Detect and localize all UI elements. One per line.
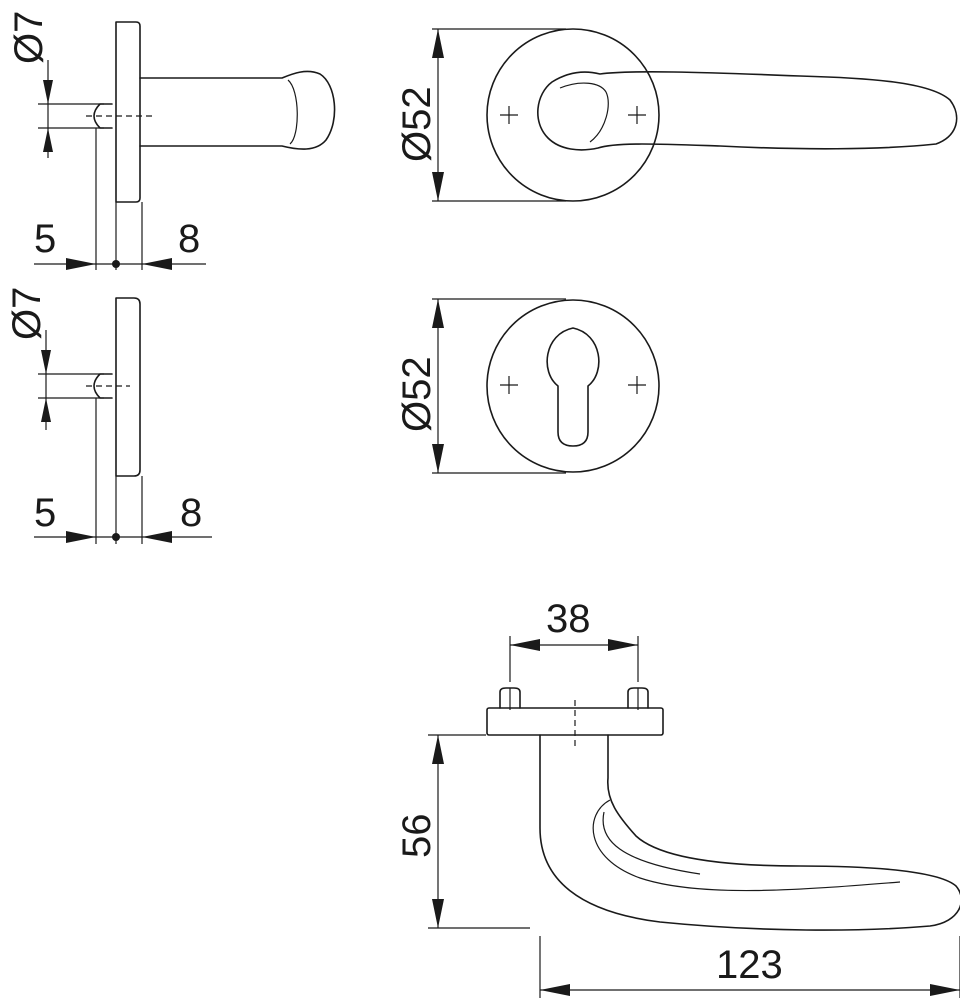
rose-plate-side (115, 21, 141, 203)
dim-arrow (432, 172, 444, 201)
dim-arrow (930, 984, 960, 996)
front-view-lever-rose: Ø52 (395, 28, 958, 202)
dim-arrow (142, 531, 172, 543)
dim-arrow (41, 398, 51, 422)
lever-profile-view: 38 56 123 (395, 597, 960, 998)
escutcheon-circle (486, 299, 660, 473)
dim-right-bottom: 8 (180, 491, 202, 535)
dim-arrow (432, 299, 444, 328)
dim-diameter-escutcheon: Ø52 (395, 356, 439, 432)
lever-front-detail (559, 82, 609, 143)
dim-arrow (432, 444, 444, 473)
rose-circle (486, 28, 660, 202)
escutcheon-plate-side (115, 297, 141, 477)
dim-arrow (540, 984, 570, 996)
front-view-key-escutcheon: Ø52 (395, 298, 660, 474)
dim-arrow (432, 29, 444, 58)
screw-mark-left (500, 106, 518, 124)
dim-arrow (41, 350, 51, 374)
dim-bore-bottom: Ø7 (5, 287, 49, 340)
screw-mark-right (628, 106, 646, 124)
pivot-dot (112, 533, 120, 541)
side-view-top: Ø7 5 8 (7, 11, 336, 270)
lever-inner-curve (602, 811, 701, 875)
lever-body-profile (539, 734, 960, 931)
dim-arrow (432, 735, 444, 764)
screw-stud (93, 103, 113, 129)
side-view-bottom: Ø7 5 8 (5, 287, 212, 544)
dim-spacing: 38 (546, 597, 591, 641)
lever-side-detail (287, 79, 298, 145)
dim-diameter-rose: Ø52 (395, 86, 439, 162)
pivot-dot (112, 260, 120, 268)
dim-arrow (432, 899, 444, 928)
screw-mark-right (628, 376, 646, 394)
dim-length: 123 (716, 943, 783, 987)
screw-mark-left (500, 376, 518, 394)
dim-right-top: 8 (178, 217, 200, 261)
screw-stud (93, 373, 113, 399)
dim-arrow (66, 531, 96, 543)
lever-inner-curve (592, 799, 901, 892)
keyhole-cylinder (546, 327, 600, 447)
dim-arrow (66, 258, 96, 270)
dim-arrow (608, 639, 638, 651)
lever-front (537, 71, 958, 151)
dim-left-top: 5 (34, 217, 56, 261)
dim-bore-top: Ø7 (7, 11, 51, 64)
dim-arrow (43, 128, 53, 152)
dim-arrow (142, 258, 172, 270)
dim-height: 56 (395, 814, 439, 859)
lever-side-profile (139, 70, 336, 150)
dim-arrow (43, 80, 53, 104)
dim-arrow (510, 639, 540, 651)
dim-left-bottom: 5 (34, 491, 56, 535)
